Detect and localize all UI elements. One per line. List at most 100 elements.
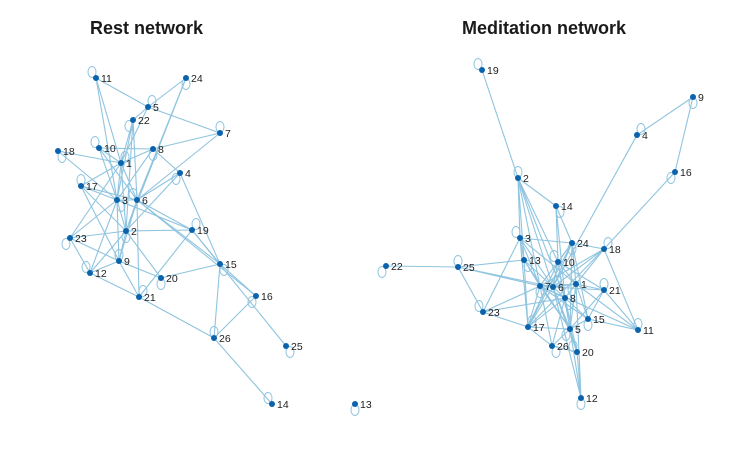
edge-12-21 — [89, 272, 140, 298]
node-label-4: 4 — [642, 130, 648, 142]
node-label-11: 11 — [643, 325, 654, 337]
rest-network-nodes — [55, 75, 358, 407]
edge-11-5 — [95, 77, 149, 108]
node-label-22: 22 — [138, 115, 150, 127]
node-14 — [269, 401, 275, 407]
self-loop-22 — [377, 266, 387, 278]
node-7 — [537, 283, 543, 289]
node-label-8: 8 — [158, 144, 164, 156]
edge-17-5 — [527, 326, 571, 330]
edge-3-7 — [519, 237, 541, 287]
edge-8-20 — [564, 297, 578, 353]
edge-7-5 — [539, 285, 571, 330]
edge-21-15 — [587, 289, 605, 320]
edge-18-1 — [575, 248, 605, 285]
edge-5-7 — [147, 106, 221, 134]
edge-14-8 — [555, 205, 566, 299]
edge-2-9 — [118, 230, 127, 262]
edge-18-1 — [57, 150, 122, 164]
edge-10-8 — [98, 147, 154, 150]
edge-21-5 — [569, 289, 605, 330]
self-loop-19 — [473, 58, 483, 70]
node-label-4: 4 — [185, 168, 191, 180]
edge-1-11 — [575, 283, 639, 331]
meditation-network-nodes — [383, 67, 696, 401]
node-label-15: 15 — [225, 259, 237, 271]
edge-3-6 — [519, 237, 554, 288]
node-label-25: 25 — [291, 341, 303, 353]
edge-6-19 — [136, 199, 193, 231]
edge-16-26 — [213, 295, 257, 339]
node-1 — [573, 281, 579, 287]
node-label-1: 1 — [126, 158, 132, 170]
node-10 — [96, 145, 102, 151]
edge-2-6 — [517, 177, 554, 288]
node-label-16: 16 — [261, 291, 273, 303]
edge-9-4 — [636, 96, 694, 136]
edge-4-6 — [136, 172, 181, 201]
edge-1-3 — [116, 162, 122, 201]
node-label-17: 17 — [533, 322, 545, 334]
edge-2-19 — [125, 229, 193, 232]
node-17 — [78, 183, 84, 189]
node-6 — [134, 197, 140, 203]
node-label-19: 19 — [197, 225, 209, 237]
node-label-2: 2 — [523, 173, 529, 185]
self-loop-19 — [191, 218, 201, 230]
node-19 — [189, 227, 195, 233]
edge-10-1 — [98, 147, 122, 164]
edge-7-17 — [527, 285, 541, 328]
node-26 — [549, 343, 555, 349]
edge-6-20 — [552, 286, 578, 353]
meditation-network-edges — [385, 69, 694, 399]
edge-24-5 — [147, 77, 187, 108]
self-loop-23 — [474, 300, 484, 312]
node-4 — [177, 170, 183, 176]
node-23 — [67, 235, 73, 241]
edge-21-26 — [138, 296, 215, 339]
node-label-23: 23 — [75, 233, 87, 245]
edge-8-17 — [527, 297, 566, 328]
edge-6-12 — [552, 286, 582, 399]
node-21 — [601, 287, 607, 293]
node-16 — [672, 169, 678, 175]
edge-2-23 — [69, 230, 127, 239]
node-18 — [601, 246, 607, 252]
self-loop-4 — [171, 173, 181, 185]
node-22 — [130, 117, 136, 123]
edge-9-20 — [118, 260, 162, 279]
self-loop-4 — [636, 123, 646, 135]
node-26 — [211, 335, 217, 341]
edge-25-6 — [457, 266, 554, 288]
edge-6-17 — [527, 286, 554, 328]
edge-22-1 — [120, 119, 134, 164]
edge-21-11 — [603, 289, 639, 331]
self-loop-11 — [87, 66, 97, 78]
edge-6-21 — [552, 286, 605, 291]
edge-8-26 — [551, 297, 566, 347]
node-label-12: 12 — [586, 393, 598, 405]
self-loop-3 — [116, 200, 126, 212]
self-loop-18 — [57, 151, 67, 163]
node-8 — [150, 146, 156, 152]
edge-3-24 — [519, 237, 573, 244]
node-label-25: 25 — [463, 262, 475, 274]
node-label-18: 18 — [609, 244, 621, 256]
self-loop-20 — [568, 340, 578, 352]
edge-17-6 — [80, 185, 138, 201]
self-loop-1 — [120, 151, 130, 163]
node-12 — [578, 395, 584, 401]
self-loop-14 — [555, 206, 565, 218]
edge-19-2 — [481, 69, 519, 179]
node-label-14: 14 — [561, 201, 573, 213]
rest-network-title: Rest network — [90, 18, 204, 38]
edge-18-3 — [57, 150, 118, 201]
node-11 — [635, 327, 641, 333]
node-label-20: 20 — [582, 347, 594, 359]
edge-20-15 — [160, 263, 221, 279]
self-loop-16 — [666, 172, 676, 184]
self-loop-22 — [124, 120, 134, 132]
node-label-7: 7 — [225, 128, 231, 140]
